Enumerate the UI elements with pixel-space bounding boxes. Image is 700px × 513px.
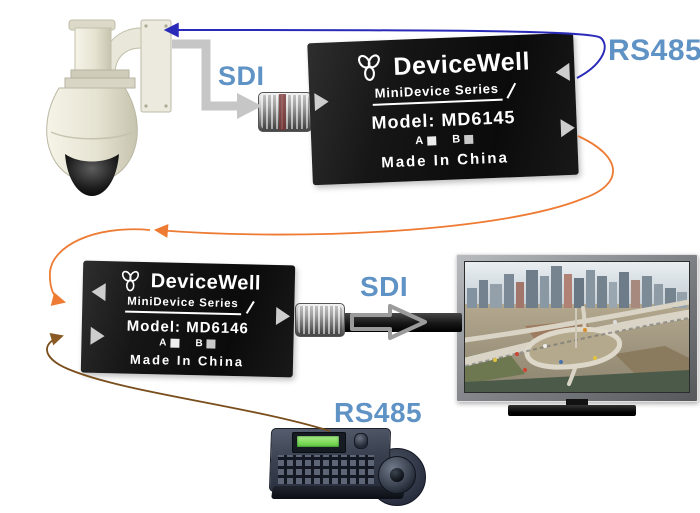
- lcd-monitor: [456, 254, 698, 402]
- skyline-buildings: [467, 266, 687, 308]
- devicewell-logo-icon: [121, 270, 139, 292]
- port-indicators: A B: [415, 133, 474, 148]
- bnc-connector-md6145: [258, 92, 312, 132]
- rotary-knob: [354, 433, 368, 449]
- rs485-label-camera: RS485: [608, 34, 700, 67]
- model-number: Model: MD6145: [371, 107, 516, 133]
- brand-name: DeviceWell: [150, 270, 262, 295]
- brand-name: DeviceWell: [392, 46, 531, 81]
- rs485-label-keyboard: RS485: [334, 397, 423, 428]
- origin-text: Made In China: [380, 149, 510, 172]
- sdi-converter-md6145: DeviceWell MiniDevice Series Model: MD61…: [307, 32, 579, 186]
- port-b-label: B: [195, 338, 203, 350]
- slash-decoration: [245, 300, 255, 314]
- port-b-led: [464, 134, 474, 144]
- port-indicators: A B: [159, 337, 216, 349]
- cars: [493, 320, 617, 372]
- cityscape-image: [465, 262, 689, 392]
- dome-lens: [65, 154, 119, 196]
- slash-decoration: [506, 82, 516, 99]
- wall-bracket-plate: [140, 19, 172, 113]
- joystick: [378, 456, 416, 494]
- monitor-stand-base: [508, 405, 636, 416]
- port-a-led: [427, 135, 437, 146]
- port-b-label: B: [451, 133, 461, 146]
- sdi-label-camera: SDI: [218, 61, 265, 91]
- devicewell-logo-icon: [358, 54, 381, 81]
- camera-column: [74, 27, 112, 75]
- sdi-label-monitor: SDI: [360, 271, 409, 302]
- sdi-converter-md6146: DeviceWell MiniDevice Series Model: MD61…: [80, 260, 296, 378]
- lcd-display-bezel: [292, 432, 346, 453]
- origin-text: Made In China: [129, 351, 245, 370]
- port-a-label: A: [159, 337, 167, 349]
- monitor-stand-neck: [566, 399, 588, 407]
- bnc-connector-md6146: [295, 303, 345, 337]
- port-b-led: [206, 339, 216, 349]
- port-a-led: [170, 338, 180, 348]
- sdi-cable: [340, 313, 462, 332]
- lcd-display: [297, 436, 339, 447]
- series-name: MiniDevice Series: [372, 80, 503, 106]
- model-number: Model: MD6146: [126, 317, 250, 338]
- ptz-keyboard-controller: [268, 424, 426, 506]
- monitor-screen: [464, 261, 690, 393]
- ptz-dome-camera: [46, 19, 172, 196]
- series-name: MiniDevice Series: [124, 295, 242, 316]
- key-grid: [278, 455, 374, 484]
- port-a-label: A: [415, 134, 424, 148]
